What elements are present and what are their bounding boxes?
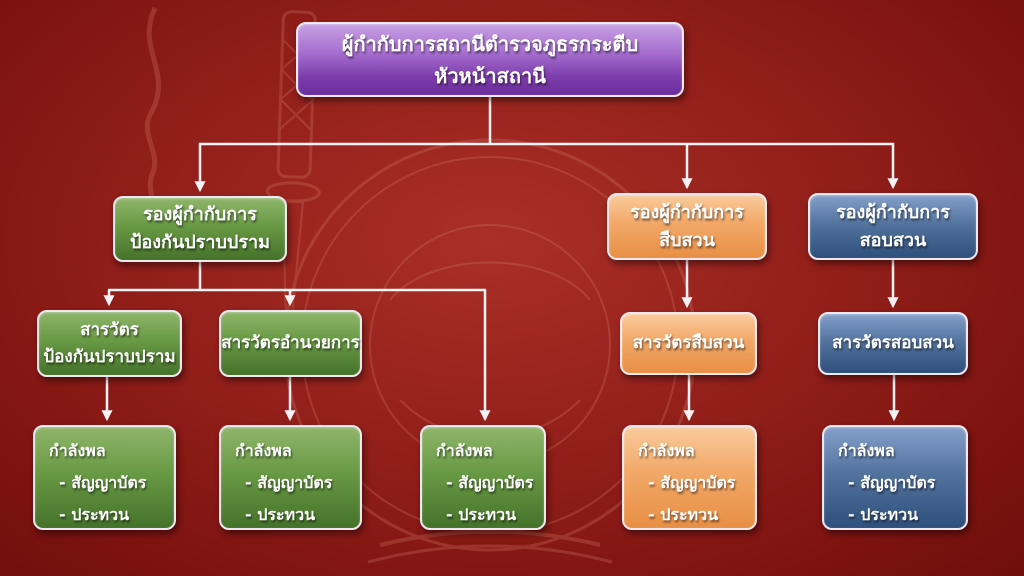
node-personnel-investigation: กำลังพล - สัญญาบัตร - ประทวน (622, 425, 757, 530)
node-label-line: รองผู้กำกับการ (836, 201, 950, 223)
personnel-item: - สัญญาบัตร (245, 472, 333, 492)
node-personnel-interrogation: กำลังพล - สัญญาบัตร - ประทวน (822, 425, 968, 530)
personnel-title: กำลังพล (49, 441, 106, 460)
node-deputy-investigation: รองผู้กำกับการ สืบสวน (607, 193, 767, 260)
personnel-item: - สัญญาบัตร (848, 472, 936, 492)
node-inspector-administration: สารวัตรอำนวยการ (219, 310, 362, 377)
node-label-line: หัวหน้าสถานี (434, 63, 546, 88)
node-inspector-prevention-suppression: สารวัตร ป้องกันปราบปราม (37, 310, 182, 377)
node-label-line: ผู้กำกับการสถานีตำรวจภูธรกระตีบ (341, 31, 639, 56)
node-inspector-interrogation: สารวัตรสอบสวน (818, 312, 968, 375)
node-label-line: สารวัตรอำนวยการ (221, 333, 360, 354)
personnel-item: - ประทวน (848, 504, 919, 524)
node-personnel-administration: กำลังพล - สัญญาบัตร - ประทวน (219, 425, 362, 530)
personnel-item: - ประทวน (648, 504, 719, 524)
node-label-line: สารวัตรสอบสวน (832, 333, 954, 354)
node-superintendent: ผู้กำกับการสถานีตำรวจภูธรกระตีบ หัวหน้าส… (296, 22, 684, 97)
node-label-line: ป้องกันปราบปราม (130, 232, 270, 253)
personnel-item: - ประทวน (245, 504, 316, 524)
node-personnel-prevention-branch: กำลังพล - สัญญาบัตร - ประทวน (420, 425, 546, 530)
node-personnel-prevention: กำลังพล - สัญญาบัตร - ประทวน (33, 425, 176, 530)
personnel-title: กำลังพล (838, 441, 895, 460)
node-label-line: ป้องกันปราบปราม (43, 346, 176, 367)
node-label-line: สอบสวน (859, 229, 927, 251)
personnel-item: - สัญญาบัตร (446, 472, 534, 492)
node-label-line: รองผู้กำกับการ (143, 204, 257, 226)
personnel-item: - ประทวน (59, 504, 130, 524)
personnel-item: - ประทวน (446, 504, 517, 524)
node-label-line: สารวัตรสืบสวน (632, 333, 745, 354)
node-deputy-prevention-suppression: รองผู้กำกับการ ป้องกันปราบปราม (113, 196, 287, 262)
node-label-line: สืบสวน (659, 229, 715, 251)
personnel-title: กำลังพล (235, 441, 292, 460)
node-deputy-interrogation: รองผู้กำกับการ สอบสวน (808, 193, 978, 260)
node-inspector-investigation: สารวัตรสืบสวน (620, 312, 757, 375)
node-label-line: รองผู้กำกับการ (630, 201, 744, 223)
personnel-item: - สัญญาบัตร (648, 472, 736, 492)
personnel-title: กำลังพล (436, 441, 493, 460)
personnel-title: กำลังพล (638, 441, 695, 460)
node-label-line: สารวัตร (80, 320, 139, 341)
personnel-item: - สัญญาบัตร (59, 472, 147, 492)
